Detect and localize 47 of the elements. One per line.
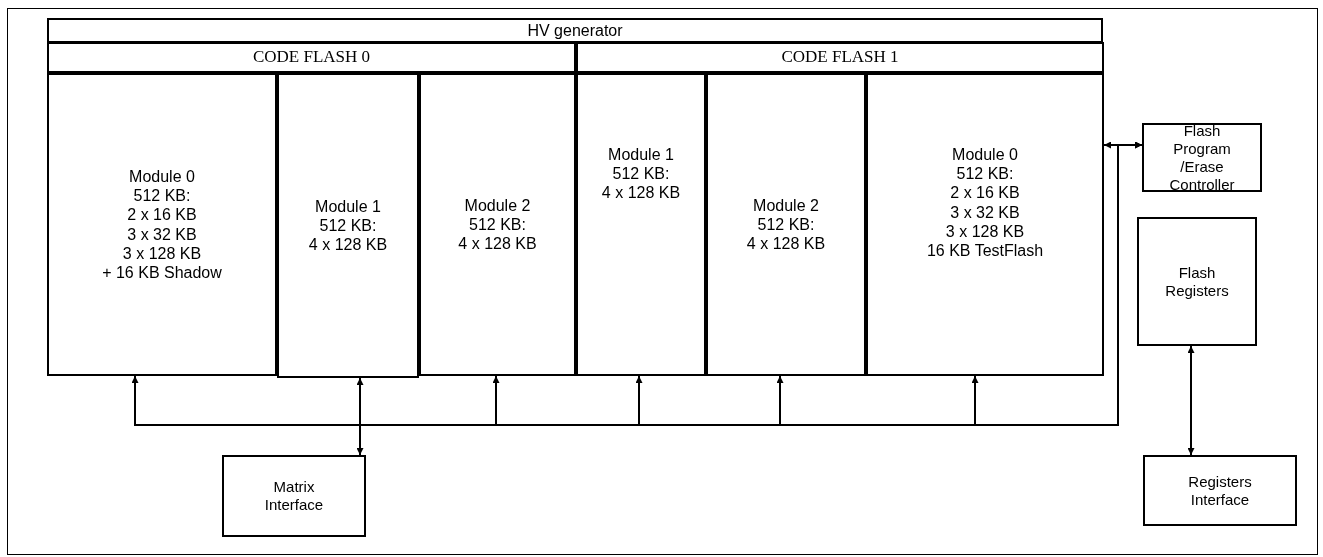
box-label: Module 1 bbox=[608, 145, 674, 165]
box-label: 3 x 32 KB bbox=[127, 224, 197, 244]
diagram-frame bbox=[7, 8, 1318, 555]
box-label: 512 KB: bbox=[469, 214, 526, 235]
controller-box bbox=[1137, 217, 1257, 346]
controller-box bbox=[1143, 455, 1297, 526]
box-label: 4 x 128 KB bbox=[308, 235, 388, 255]
flash-bank-header bbox=[47, 42, 576, 73]
box-label: 512 KB: bbox=[612, 164, 670, 184]
memory-module-box bbox=[576, 73, 706, 376]
memory-module-box bbox=[866, 73, 1104, 376]
box-label: Module 0 bbox=[952, 145, 1018, 165]
box-label: 4 x 128 KB bbox=[746, 234, 826, 254]
arrow bbox=[1187, 345, 1195, 456]
box-label: Module 0 bbox=[129, 166, 195, 187]
box-label: 16 KB TestFlash bbox=[926, 240, 1044, 261]
box-label: Module 1 bbox=[315, 196, 381, 216]
generator-bar bbox=[47, 18, 1103, 43]
box-label: HV generator bbox=[527, 20, 623, 41]
box-label: CODE FLASH 0 bbox=[252, 47, 371, 68]
box-label: 512 KB: bbox=[133, 186, 191, 206]
box-label: Matrix Interface bbox=[263, 478, 325, 514]
memory-module-box bbox=[706, 73, 866, 376]
box-label: 3 x 128 KB bbox=[122, 243, 202, 263]
box-label: Module 2 bbox=[753, 195, 819, 215]
box-label: 3 x 128 KB bbox=[945, 221, 1025, 241]
flash-bank-header bbox=[576, 42, 1104, 73]
box-label: 3 x 32 KB bbox=[950, 202, 1020, 222]
memory-module-box bbox=[47, 73, 277, 376]
box-label: 4 x 128 KB bbox=[458, 234, 537, 254]
box-label: 512 KB: bbox=[757, 214, 815, 235]
box-label: CODE FLASH 1 bbox=[781, 47, 899, 68]
box-label: Flash Registers bbox=[1164, 263, 1230, 300]
box-label: + 16 KB Shadow bbox=[102, 262, 222, 283]
box-label: Registers Interface bbox=[1187, 472, 1253, 509]
box-label: 2 x 16 KB bbox=[950, 183, 1020, 203]
box-label: Flash Program /Erase Controller bbox=[1168, 121, 1236, 194]
memory-module-box bbox=[277, 73, 419, 378]
controller-box bbox=[1142, 123, 1262, 192]
box-label: Module 2 bbox=[464, 195, 531, 215]
box-label: 4 x 128 KB bbox=[601, 183, 681, 203]
memory-module-box bbox=[419, 73, 576, 376]
box-label: 512 KB: bbox=[956, 164, 1014, 184]
arrow bbox=[1103, 141, 1143, 149]
box-label: 2 x 16 KB bbox=[127, 205, 197, 225]
controller-box bbox=[222, 455, 366, 537]
box-label: 512 KB: bbox=[319, 215, 377, 236]
